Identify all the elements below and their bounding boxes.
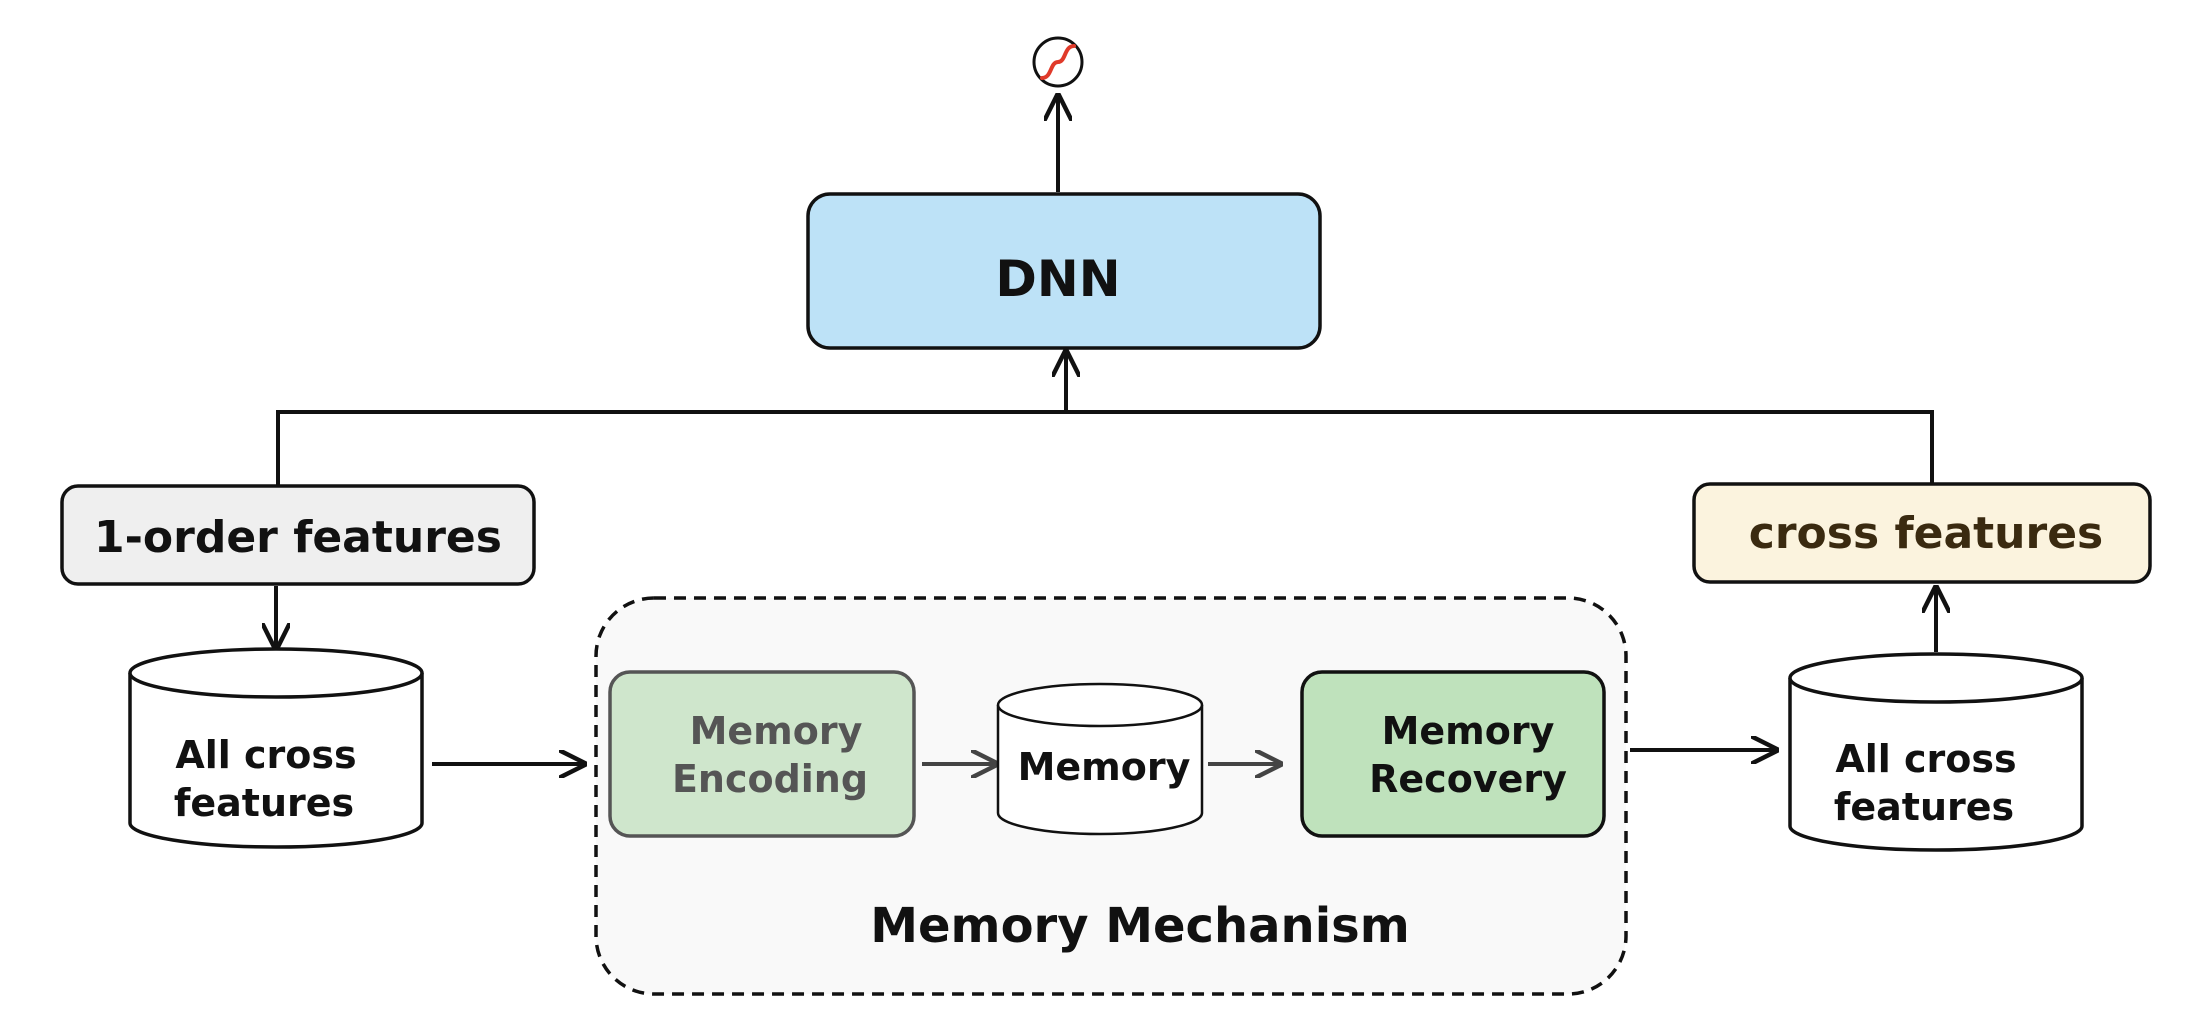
sigmoid-curve [1040,44,1076,80]
memory-recovery-line2: Recovery [1369,757,1567,801]
memory-encoding: Memory Encoding [608,670,916,838]
cross-features: cross features [1692,482,2152,584]
memory-encoding-line2: Encoding [672,757,868,801]
memory-recovery: Memory Recovery [1300,670,1606,838]
dnn-label: DNN [995,250,1120,308]
cross-features-label: cross features [1749,508,2103,559]
memory-mechanism-label: Memory Mechanism [870,898,1410,954]
merge-connector [276,352,1934,486]
first-order-features-box [60,484,536,586]
memory-encoding-box [608,670,916,838]
right-feature-store: All cross features [1788,652,2084,852]
cross-features-box [1692,482,2152,584]
memory-encoding-line1: Memory [690,709,863,753]
left-store-line1: All cross [175,733,356,777]
right-store-line1: All cross [1835,737,2016,781]
memory-recovery-box [1300,670,1606,838]
sigmoid-icon [1032,36,1084,88]
memory-store: Memory [996,682,1204,836]
first-order-features-label: 1-order features [94,512,502,563]
memory-label: Memory [1018,745,1191,789]
left-feature-store: All cross features [128,647,424,849]
dnn-block: DNN [806,192,1322,350]
first-order-features: 1-order features [60,484,536,586]
dnn-box [806,192,1322,350]
right-store-line2: features [1834,785,2014,829]
memory-recovery-line1: Memory [1382,709,1555,753]
left-store-line2: features [174,781,354,825]
